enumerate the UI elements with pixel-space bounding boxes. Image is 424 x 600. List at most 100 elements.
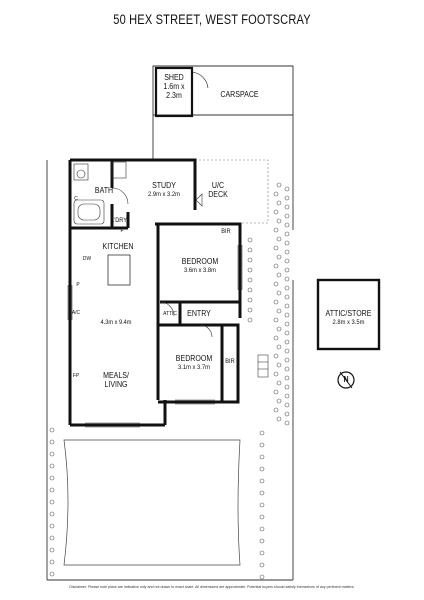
house-walls (68, 158, 242, 427)
study-label: STUDY 2.9m x 3.2m (143, 181, 185, 199)
plant-shrub (273, 371, 279, 377)
attic-store-label: ATTIC/STORE 2.8m x 3.5m (323, 309, 373, 327)
study-name: STUDY (152, 181, 176, 190)
plant-shrub (284, 330, 290, 336)
study-dims: 2.9m x 3.2m (148, 191, 180, 198)
fixture-fp: FP (72, 373, 80, 379)
door-swings (111, 187, 213, 338)
plant-shrub (49, 559, 55, 565)
plant-shrub (273, 407, 279, 413)
shed-label: SHED 1.6m x 2.3m (162, 73, 187, 100)
plant-shrub (247, 267, 253, 273)
plant-shrub (284, 393, 290, 399)
windows (67, 245, 243, 428)
plant-shrub (276, 290, 282, 296)
disclaimer-text: Disclaimer: Please note plans are indica… (69, 585, 355, 589)
uc-deck-line1: U/C (211, 181, 225, 190)
uc-deck-line2: DECK (208, 190, 228, 199)
plant-shrub (284, 339, 290, 345)
plant-shrub (276, 380, 282, 386)
plant-shrub (276, 326, 282, 332)
plant-shrub (247, 237, 253, 243)
plant-shrub (276, 416, 282, 422)
living-dims: 4.3m x 9.4m (100, 319, 132, 326)
plant-shrub (284, 411, 290, 417)
plant-shrub (247, 317, 253, 323)
plant-shrub (259, 502, 265, 508)
plant-shrub (276, 398, 282, 404)
shed-dims-line1: 1.6m x (163, 82, 185, 91)
plant-shrub (49, 427, 55, 433)
plant-shrub (284, 222, 290, 228)
plant-shrub (284, 285, 290, 291)
plant-shrub (259, 574, 265, 580)
steps (257, 354, 269, 378)
bedroom2-dims: 3.1m x 3.7m (178, 364, 210, 371)
plant-shrub (284, 195, 290, 201)
living-line2: LIVING (104, 380, 128, 389)
plant-shrub (49, 463, 55, 469)
plant-shrub (49, 535, 55, 541)
garden-planting (49, 182, 290, 580)
bedroom2-name: BEDROOM (175, 354, 213, 363)
compass-icon (337, 371, 355, 389)
bedroom1-dims: 3.6m x 3.8m (184, 267, 216, 274)
fixture-p: P (76, 282, 80, 288)
plant-shrub (49, 475, 55, 481)
page-title: 50 HEX STREET, WEST FOOTSCRAY (113, 12, 311, 27)
fixture-c: C (74, 196, 78, 202)
kitchen-label: KITCHEN (102, 242, 134, 251)
plant-shrub (284, 204, 290, 210)
plant-shrub (49, 487, 55, 493)
attic-store-name: ATTIC/STORE (325, 309, 372, 318)
plant-shrub (284, 420, 290, 426)
plant-shrub (49, 523, 55, 529)
plant-shrub (49, 571, 55, 577)
entry-label: ENTRY (187, 309, 211, 318)
plant-shrub (273, 281, 279, 287)
plant-shrub (259, 442, 265, 448)
attic-label: ATTIC (163, 311, 177, 317)
bath-fixtures (73, 161, 127, 225)
plant-shrub (259, 562, 265, 568)
plant-shrub (259, 490, 265, 496)
attic-store-dims: 2.8m x 3.5m (332, 319, 365, 326)
plant-shrub (284, 213, 290, 219)
carspace-label: CARSPACE (220, 90, 259, 99)
plant-shrub (259, 538, 265, 544)
plant-shrub (247, 247, 253, 253)
deck-outline (195, 159, 269, 224)
plant-shrub (284, 348, 290, 354)
plant-shrub (284, 258, 290, 264)
plant-shrub (284, 294, 290, 300)
plant-shrub (49, 511, 55, 517)
shed-dims-line2: 2.3m (166, 91, 182, 100)
site-boundary (46, 65, 294, 581)
fixture-f: F (120, 228, 124, 234)
lawn-area (63, 439, 241, 566)
bir2-label: BIR (225, 358, 235, 365)
plant-shrub (276, 362, 282, 368)
plant-shrub (284, 240, 290, 246)
plant-shrub (273, 317, 279, 323)
plant-shrub (259, 454, 265, 460)
plant-shrub (259, 550, 265, 556)
bedroom2-label: BEDROOM 3.1m x 3.7m (169, 354, 218, 372)
plant-shrub (284, 321, 290, 327)
plant-shrub (276, 236, 282, 242)
attic-store-box (316, 278, 381, 351)
plant-shrub (284, 366, 290, 372)
living-line1: MEALS/ (103, 371, 129, 380)
plant-shrub (273, 245, 279, 251)
plant-shrub (273, 353, 279, 359)
plant-shrub (284, 267, 290, 273)
plant-shrub (49, 499, 55, 505)
plant-shrub (247, 277, 253, 283)
plant-shrub (284, 312, 290, 318)
plant-shrub (247, 257, 253, 263)
plant-shrub (276, 308, 282, 314)
plant-shrub (276, 200, 282, 206)
plant-shrub (247, 287, 253, 293)
bedroom1-label: BEDROOM 3.6m x 3.8m (174, 257, 227, 275)
